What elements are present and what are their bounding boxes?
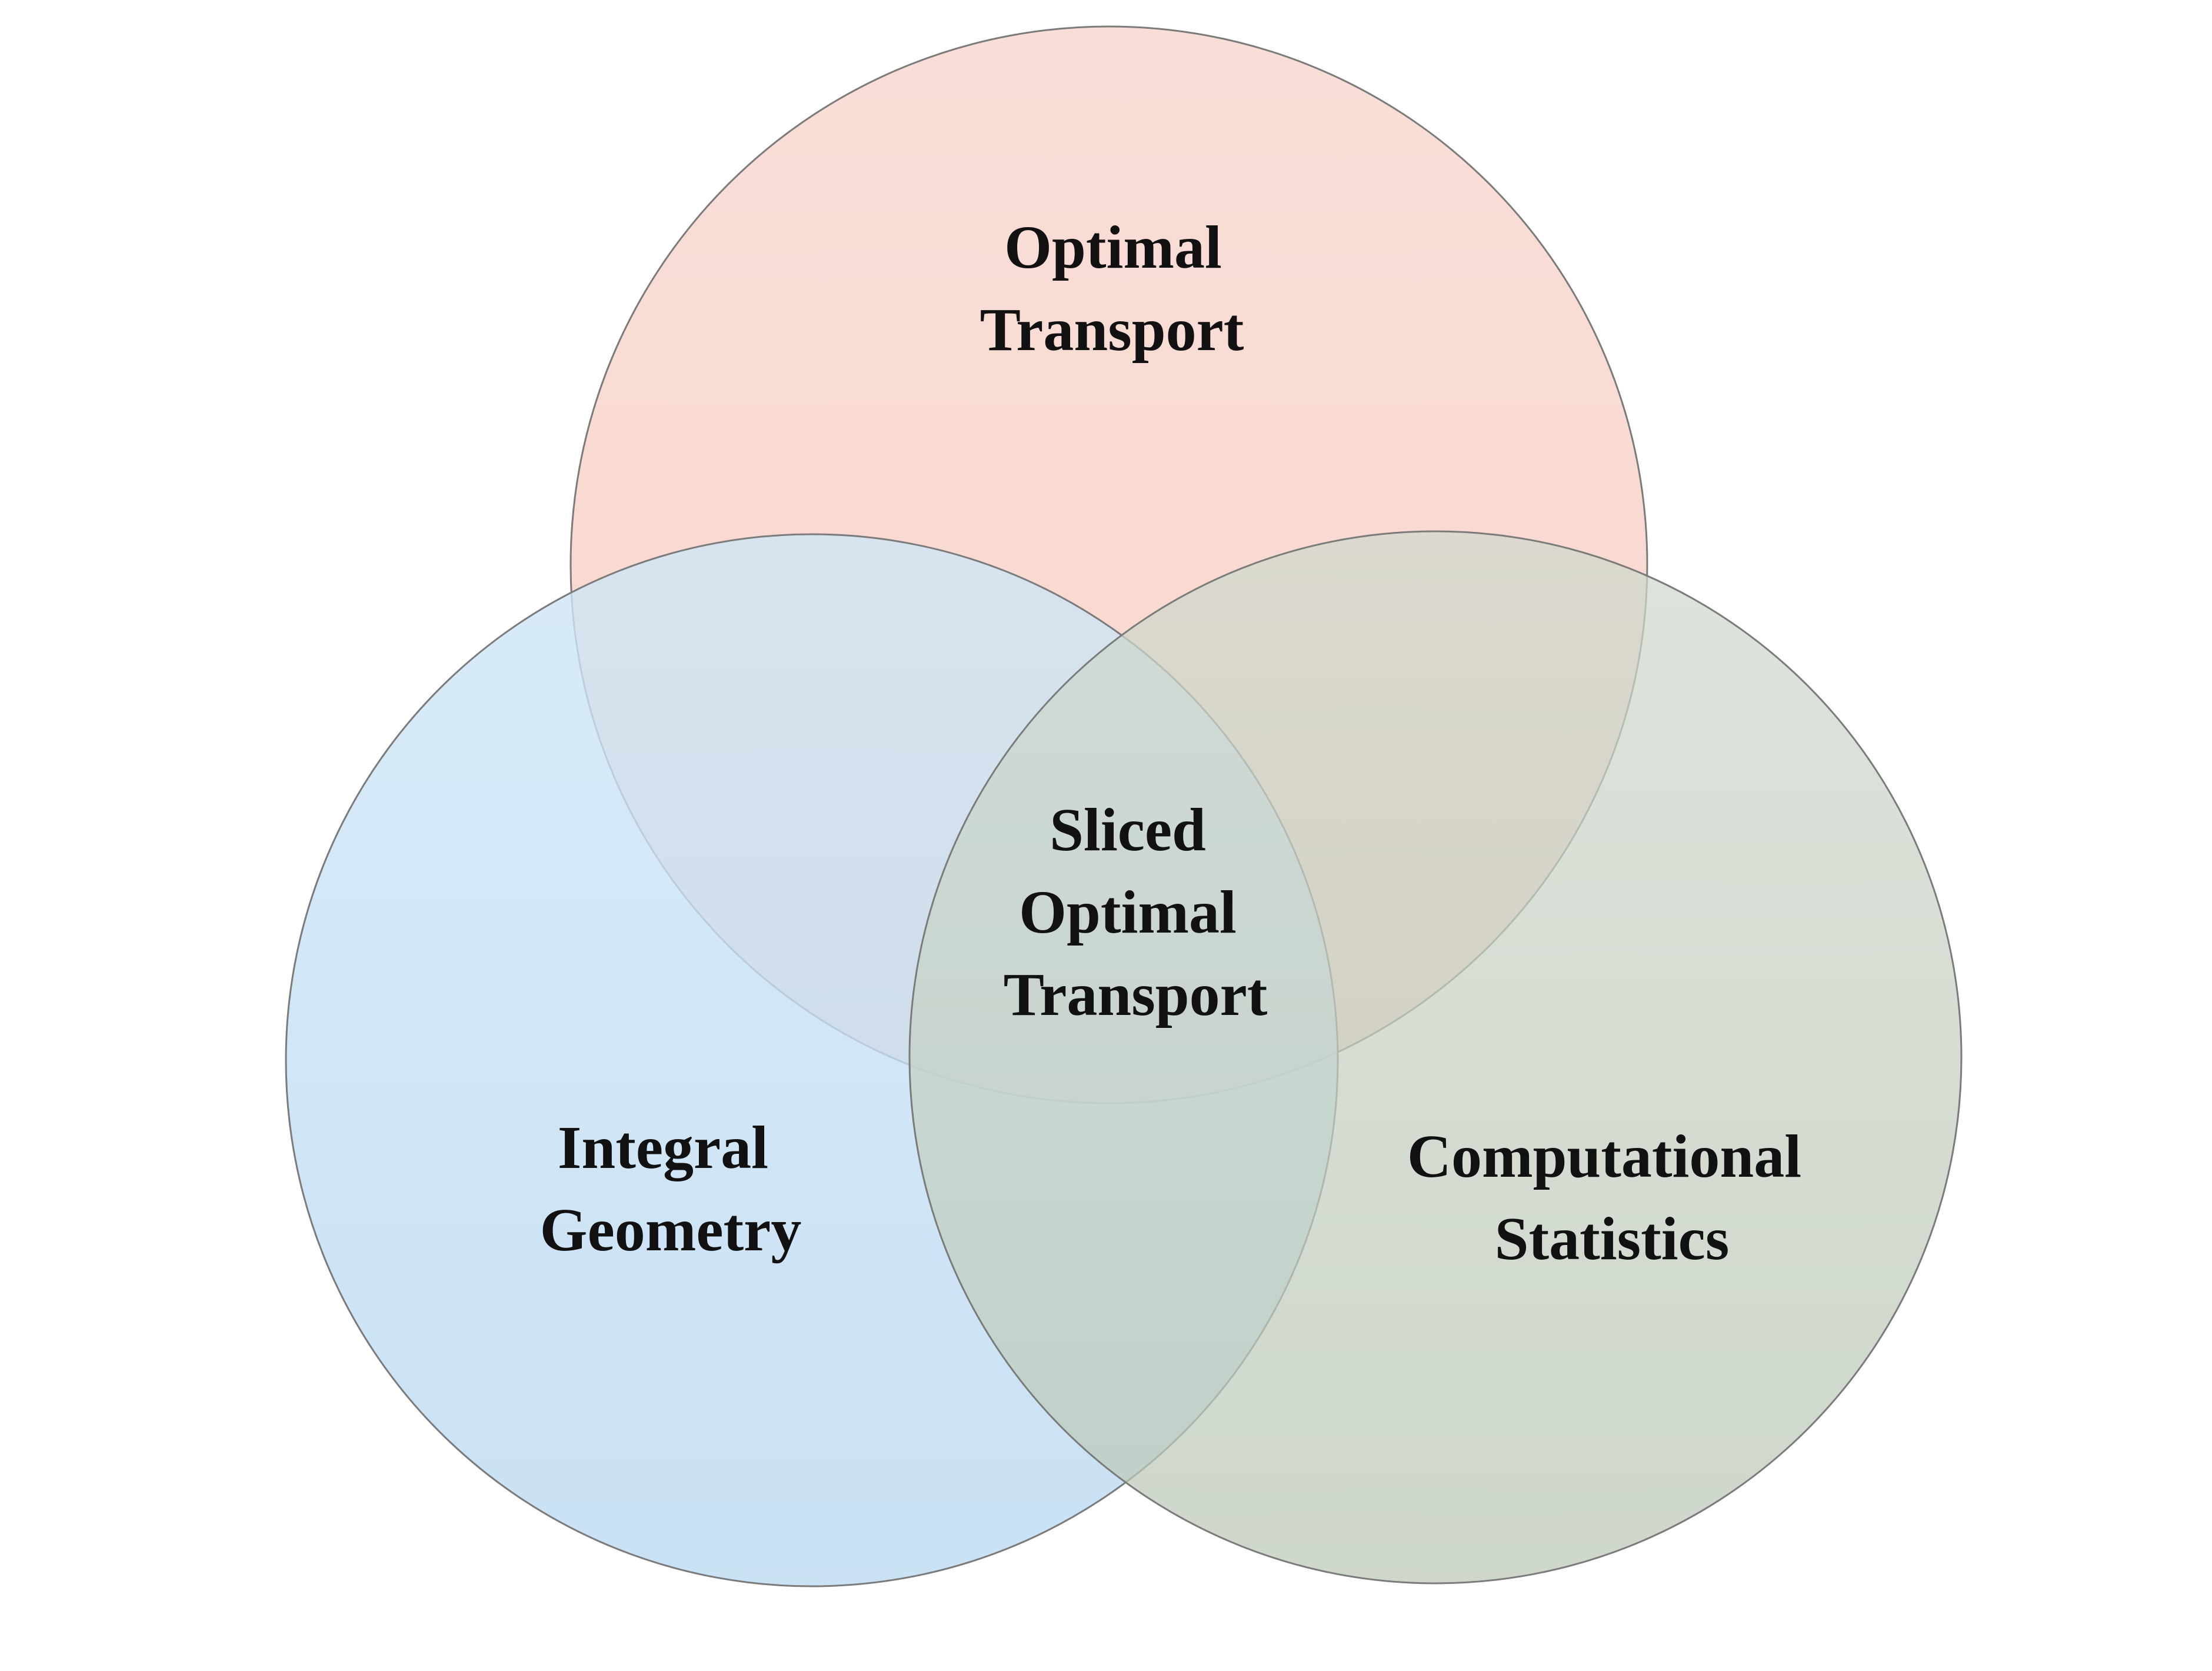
label-computational-statistics: Computational Statistics (1407, 1123, 1817, 1273)
label-center-line-1: Sliced (1050, 796, 1206, 864)
label-integral-geometry-line-1: Integral (558, 1114, 768, 1181)
label-center-line-3: Transport (1004, 961, 1268, 1028)
label-integral-geometry: Integral Geometry (540, 1114, 802, 1264)
label-optimal-transport-line-1: Optimal (1004, 214, 1222, 281)
label-optimal-transport-line-2: Transport (980, 296, 1244, 364)
label-computational-statistics-line-2: Statistics (1495, 1205, 1730, 1273)
label-center-line-2: Optimal (1019, 878, 1237, 946)
label-optimal-transport: Optimal Transport (980, 214, 1244, 364)
label-sliced-optimal-transport: Sliced Optimal Transport (1004, 796, 1268, 1028)
label-integral-geometry-line-2: Geometry (540, 1196, 802, 1264)
label-computational-statistics-line-1: Computational (1407, 1123, 1801, 1190)
circle-computational-statistics (908, 530, 1963, 1585)
